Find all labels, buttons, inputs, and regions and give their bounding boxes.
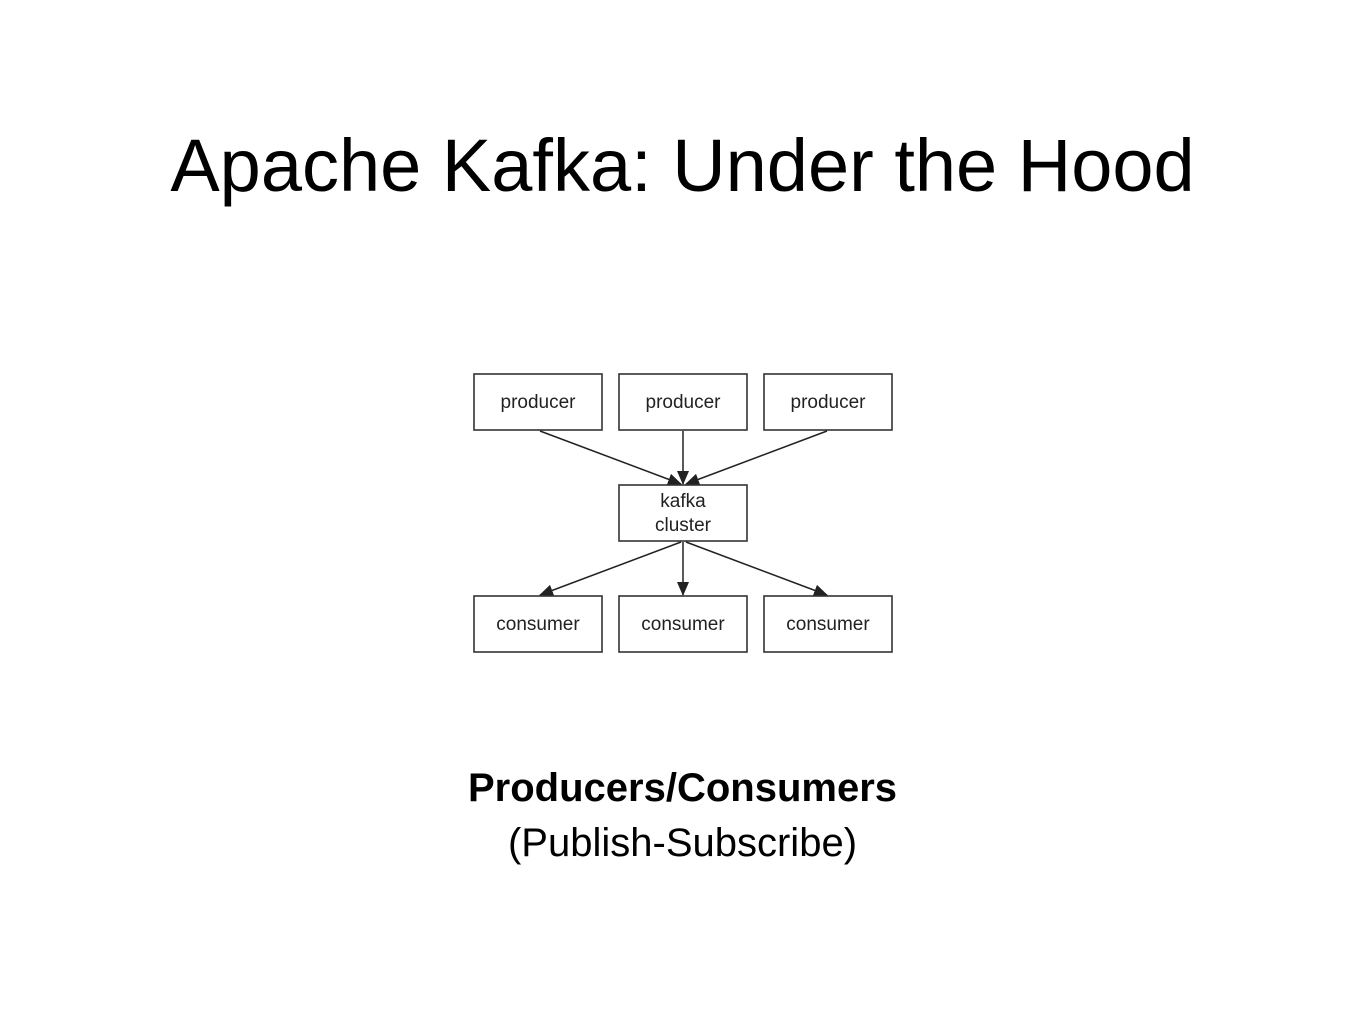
producer-label-3: producer bbox=[791, 392, 867, 413]
caption-subtitle: (Publish-Subscribe) bbox=[507, 821, 858, 865]
edge-cluster-to-consumer-3 bbox=[685, 541, 828, 597]
edge-producer-3-to-cluster bbox=[685, 430, 828, 486]
producer-node-1: producer bbox=[473, 373, 603, 431]
kafka-cluster-node: kafka cluster bbox=[618, 484, 748, 542]
producer-node-2: producer bbox=[618, 373, 748, 431]
edge-cluster-to-consumer-1 bbox=[539, 541, 682, 597]
consumer-label-3: consumer bbox=[786, 614, 870, 635]
consumer-node-2: consumer bbox=[618, 595, 748, 653]
consumer-label-1: consumer bbox=[496, 614, 580, 635]
edge-producer-1-to-cluster bbox=[539, 430, 682, 486]
slide-title: Apache Kafka: Under the Hood bbox=[170, 124, 1195, 207]
cluster-label-line-1: kafka bbox=[660, 491, 706, 512]
consumer-node-3: consumer bbox=[763, 595, 893, 653]
consumer-node-1: consumer bbox=[473, 595, 603, 653]
cluster-label-line-2: cluster bbox=[655, 515, 712, 536]
producer-label-2: producer bbox=[646, 392, 722, 413]
producer-label-1: producer bbox=[501, 392, 577, 413]
consumer-label-2: consumer bbox=[641, 614, 725, 635]
caption-title: Producers/Consumers bbox=[467, 766, 898, 810]
producer-node-3: producer bbox=[763, 373, 893, 431]
